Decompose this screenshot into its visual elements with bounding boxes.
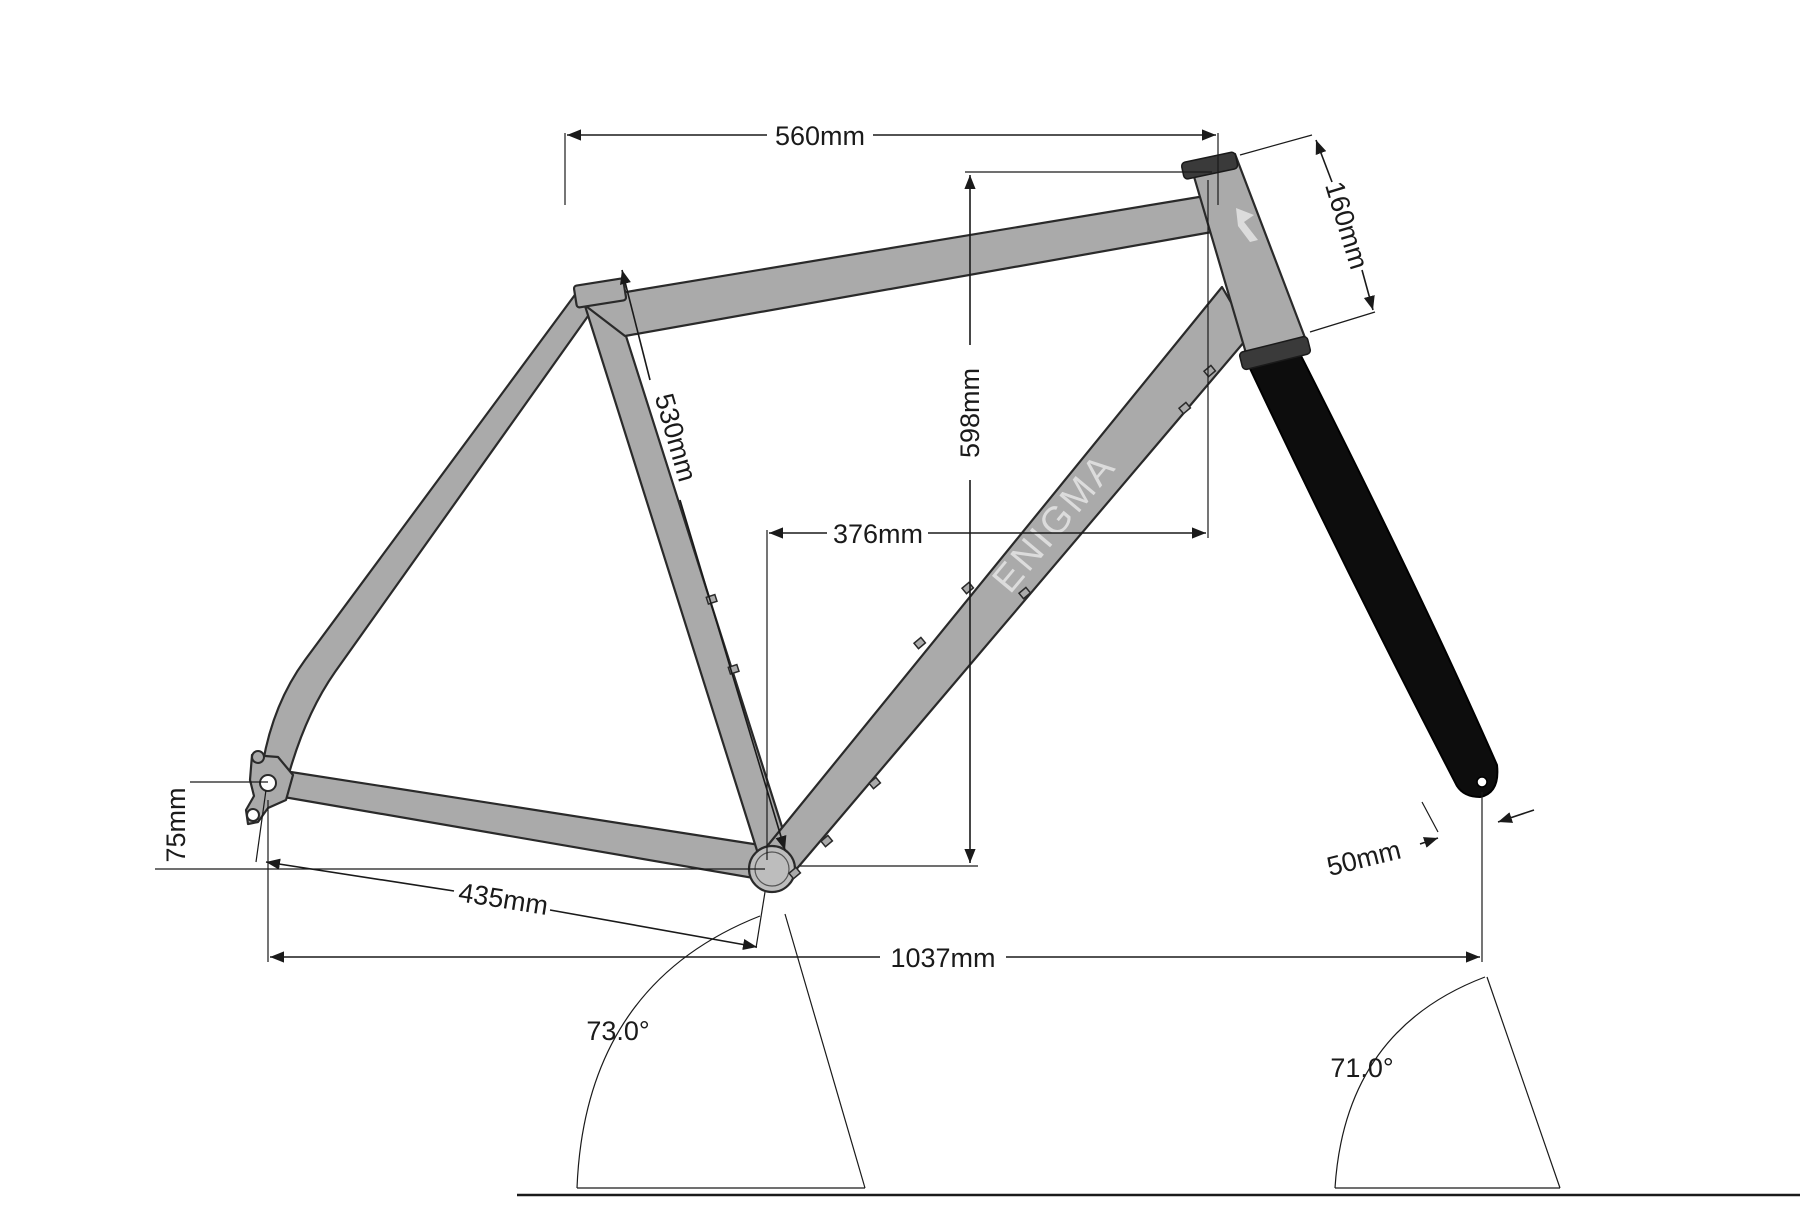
dropout-hanger-bolt (251, 750, 265, 764)
label-chainstay: 435mm (457, 877, 551, 921)
label-stack: 598mm (955, 368, 985, 458)
dim-wheelbase: 1037mm (267, 792, 1483, 973)
label-bb-drop: 75mm (161, 787, 191, 862)
rear-axle (259, 774, 277, 792)
fork-assembly (1180, 151, 1499, 799)
seat-stay (260, 286, 600, 772)
label-head-tube: 160mm (1319, 178, 1374, 273)
seat-angle-indicator: 73.0° (576, 913, 866, 1189)
bike-frame: ENIGMA (244, 152, 1309, 894)
label-fork-offset: 50mm (1324, 835, 1404, 882)
label-seat-angle: 73.0° (586, 1016, 649, 1046)
head-angle-indicator: 71.0° (1330, 976, 1561, 1189)
dim-stack: 598mm (800, 171, 1212, 867)
head-badge-icon (1236, 208, 1258, 242)
seat-tube (578, 288, 792, 862)
dim-bb-drop: 75mm (155, 781, 765, 870)
dim-fork-offset: 50mm (1324, 801, 1535, 882)
front-axle (1476, 776, 1488, 788)
downtube-brand-text: ENIGMA (985, 445, 1125, 601)
chain-stay (270, 768, 767, 882)
label-wheelbase: 1037mm (890, 943, 995, 973)
label-reach: 376mm (833, 519, 923, 549)
label-top-tube: 560mm (775, 121, 865, 151)
headset-lower-cap (1238, 335, 1312, 371)
fork (1244, 344, 1499, 799)
seat-collar (572, 277, 628, 309)
dropout-hanger-hole (246, 808, 260, 822)
dim-top-tube: 560mm (564, 121, 1219, 205)
label-head-angle: 71.0° (1330, 1053, 1393, 1083)
top-tube (576, 194, 1214, 338)
dim-reach: 376mm (766, 180, 1209, 860)
